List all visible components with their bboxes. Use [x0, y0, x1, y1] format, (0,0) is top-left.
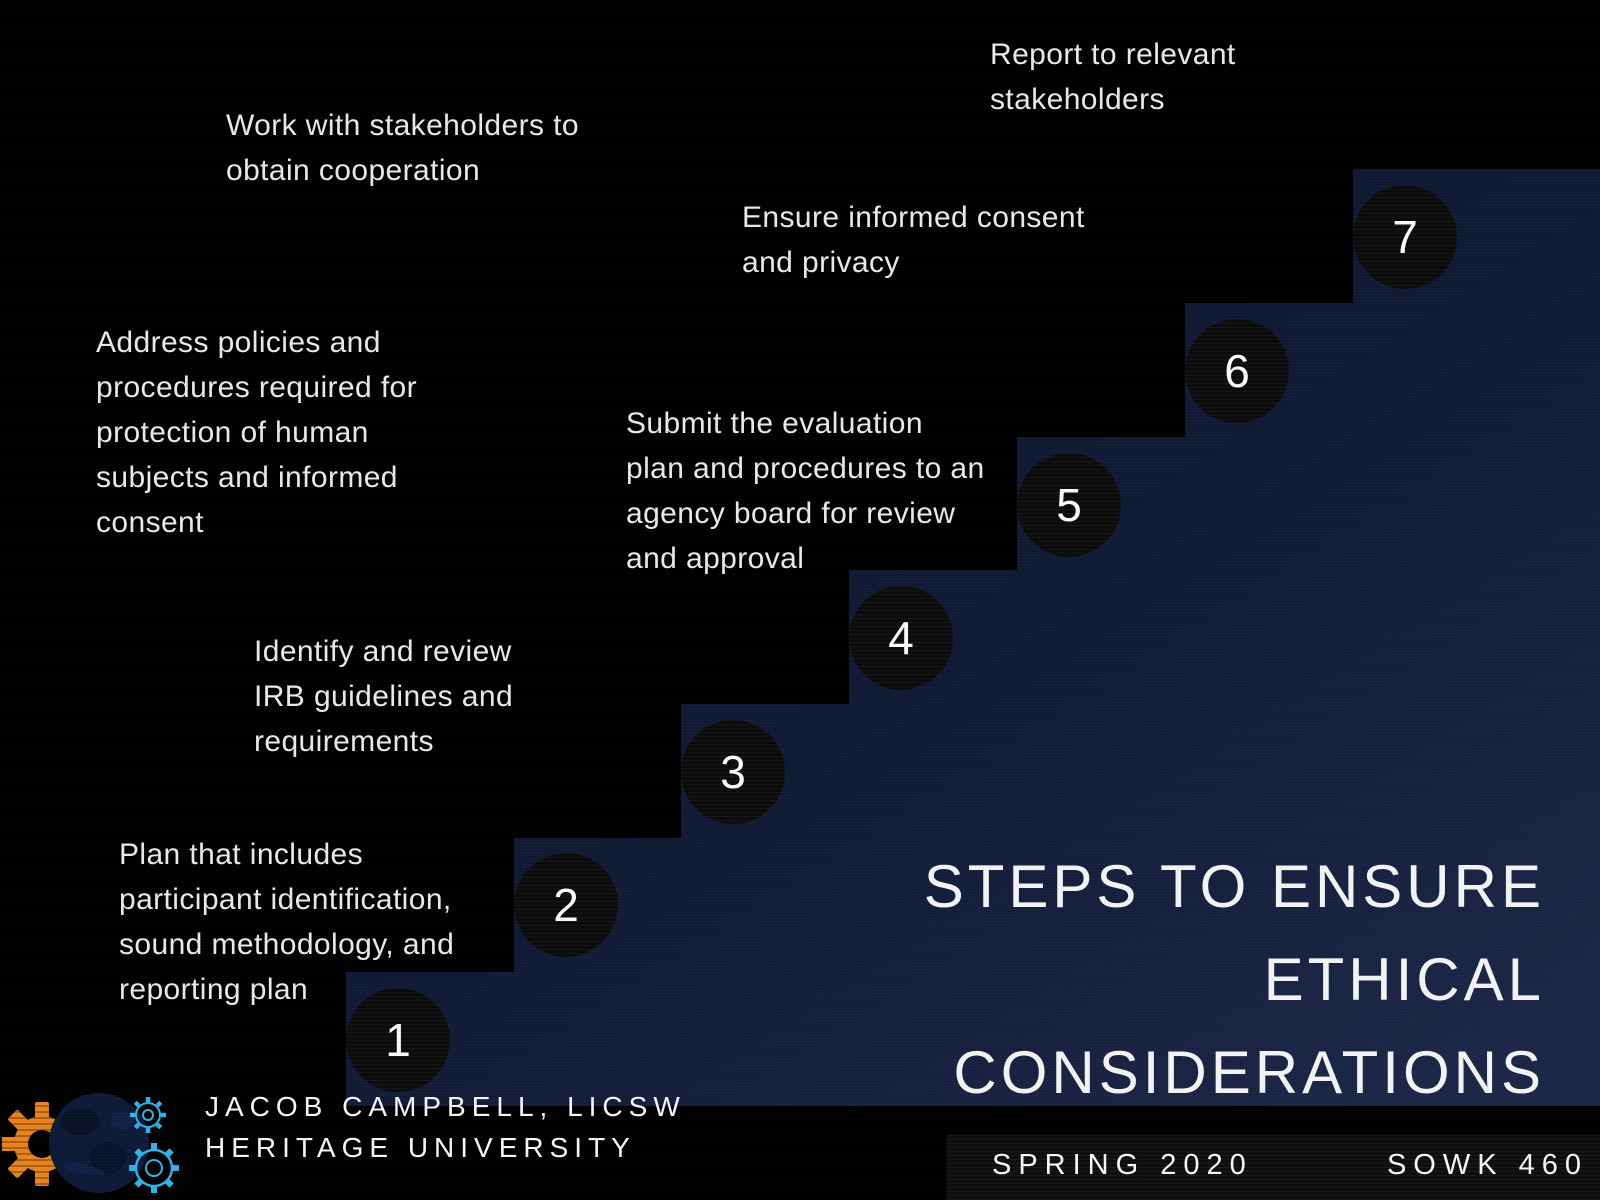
step-5-number: 5 [1056, 479, 1082, 531]
step-6-text-line: and privacy [742, 246, 900, 279]
step-1-circle: 1 [346, 988, 450, 1092]
step-4-text-line: plan and procedures to an [626, 452, 985, 485]
step-1-text-line: participant identification, [119, 883, 452, 916]
step-1-text-line: sound methodology, and [119, 928, 455, 961]
step-7-circle: 7 [1353, 185, 1457, 289]
footer-author-block: JACOB CAMPBELL, LICSW HERITAGE UNIVERSIT… [205, 1086, 686, 1168]
step-4-text-line: Submit the evaluation [626, 407, 923, 440]
footer-course-panel [947, 1135, 1600, 1200]
step-2-text-line: Identify and review [254, 635, 512, 668]
step-6-text-line: Ensure informed consent [742, 201, 1085, 234]
globe-icon [49, 1093, 149, 1193]
title-line: ETHICAL [1263, 946, 1545, 1013]
step-4-text-line: agency board for review [626, 497, 956, 530]
institution-name: HERITAGE UNIVERSITY [205, 1132, 636, 1163]
step-3-text-line: Address policies and [96, 326, 381, 359]
title-line: CONSIDERATIONS [953, 1039, 1545, 1106]
step-4-text-line: and approval [626, 542, 805, 575]
step-2-circle: 2 [514, 853, 618, 957]
step-2-text-line: requirements [254, 725, 434, 758]
step-5-text-line: obtain cooperation [226, 154, 481, 187]
step-7-number: 7 [1392, 211, 1418, 263]
step-1-text-line: Plan that includes [119, 838, 364, 871]
step-7-description: Report to relevant stakeholders [990, 32, 1236, 122]
step-1-description: Plan that includes participant identific… [119, 832, 454, 1012]
step-3-circle: 3 [681, 720, 785, 824]
step-3-text-line: protection of human [96, 416, 369, 449]
step-1-text-line: reporting plan [119, 973, 309, 1006]
step-5-description: Work with stakeholders to obtain coopera… [226, 103, 579, 193]
step-1-number: 1 [385, 1014, 411, 1066]
step-3-number: 3 [720, 746, 746, 798]
step-6-circle: 6 [1185, 319, 1289, 423]
author-name: JACOB CAMPBELL, LICSW [205, 1091, 686, 1122]
step-4-description: Submit the evaluation plan and procedure… [626, 401, 985, 581]
step-7-text-line: stakeholders [990, 83, 1165, 116]
title-line: STEPS TO ENSURE [923, 853, 1545, 920]
step-7-text-line: Report to relevant [990, 38, 1236, 71]
step-5-circle: 5 [1017, 453, 1121, 557]
step-3-text-line: subjects and informed [96, 461, 398, 494]
step-4-number: 4 [888, 612, 914, 664]
step-3-text-line: consent [96, 506, 204, 539]
page-title: STEPS TO ENSURE ETHICAL CONSIDERATIONS [924, 840, 1545, 1119]
step-5-text-line: Work with stakeholders to [226, 109, 579, 142]
accent-gear-icon [129, 1097, 179, 1193]
footer-term: SPRING 2020 [992, 1149, 1253, 1181]
footer-course: SOWK 460 [1386, 1149, 1588, 1181]
step-6-description: Ensure informed consent and privacy [742, 195, 1085, 285]
step-3-text-line: procedures required for [96, 371, 418, 404]
step-4-circle: 4 [849, 586, 953, 690]
step-2-description: Identify and review IRB guidelines and r… [254, 629, 513, 764]
step-2-text-line: IRB guidelines and [254, 680, 514, 713]
step-2-number: 2 [553, 879, 579, 931]
step-6-number: 6 [1224, 345, 1250, 397]
step-3-description: Address policies and procedures required… [96, 320, 417, 545]
logo [2, 1093, 179, 1193]
staircase-polygon [346, 169, 1600, 1106]
